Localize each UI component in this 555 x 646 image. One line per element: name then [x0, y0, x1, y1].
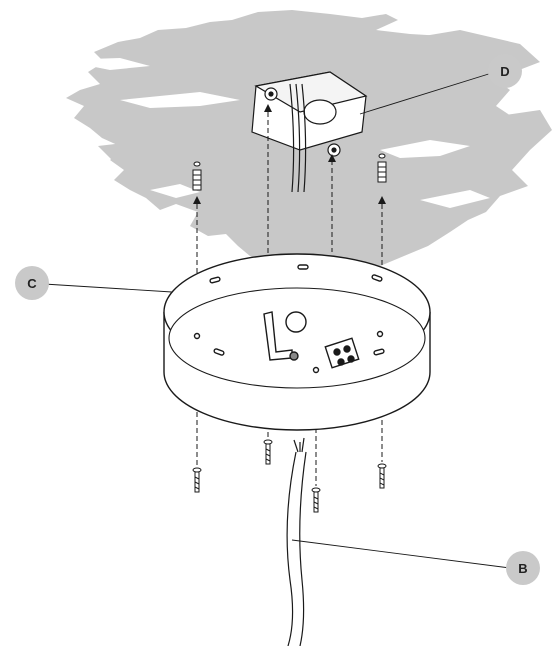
callout-c: C [15, 266, 49, 300]
callout-d: D [488, 54, 522, 88]
screw-1 [192, 467, 202, 493]
wall-anchor-right [377, 153, 387, 183]
callout-b-label: B [518, 561, 527, 576]
callout-c-label: C [27, 276, 37, 291]
leader-lines [43, 71, 511, 569]
power-cable [286, 437, 307, 646]
screw-3 [311, 487, 321, 513]
guide-arrowheads [193, 104, 386, 204]
screw-2 [263, 439, 273, 465]
callout-b: B [506, 551, 540, 585]
callout-d-label: D [500, 64, 509, 79]
wall-anchor-left [192, 161, 202, 191]
canopy [163, 253, 431, 431]
junction-box [251, 71, 368, 193]
screw-4 [377, 463, 387, 489]
